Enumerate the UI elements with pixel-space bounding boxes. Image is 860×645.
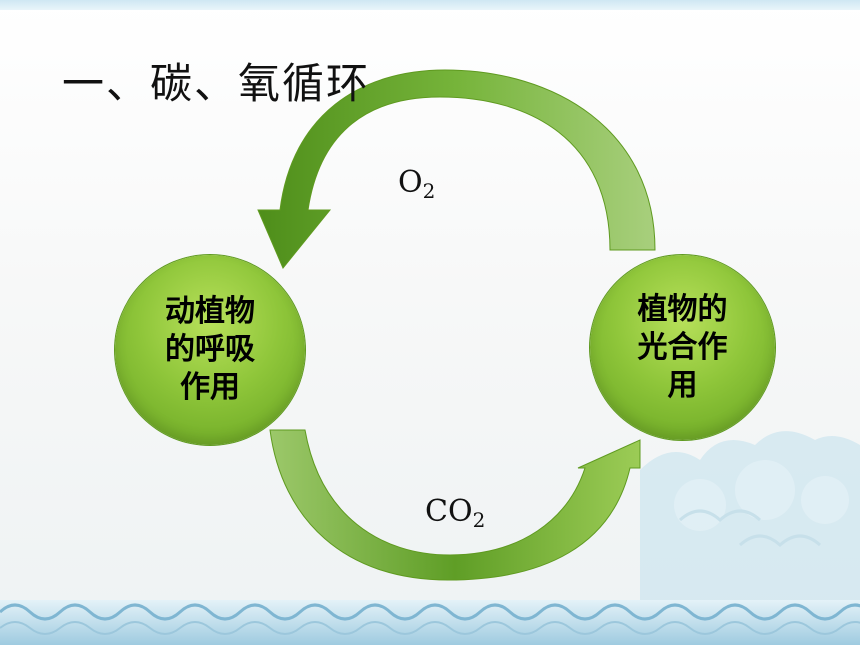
wave-border bbox=[0, 600, 860, 645]
top-band bbox=[0, 0, 860, 10]
photosynthesis-label: 植物的 光合作 用 bbox=[637, 291, 728, 403]
cloud-pattern bbox=[640, 431, 860, 620]
photosynthesis-node: 植物的 光合作 用 bbox=[590, 255, 775, 440]
respiration-label: 动植物 的呼吸 作用 bbox=[165, 294, 255, 405]
oxygen-label: O2 bbox=[398, 165, 436, 203]
carbon-dioxide-label: CO2 bbox=[425, 494, 486, 532]
page-title: 一、碳、氧循环 bbox=[62, 59, 371, 108]
oxygen-arrow bbox=[257, 69, 656, 269]
carbon-dioxide-arrow bbox=[269, 429, 641, 581]
respiration-node: 动植物 的呼吸 作用 bbox=[115, 255, 305, 445]
